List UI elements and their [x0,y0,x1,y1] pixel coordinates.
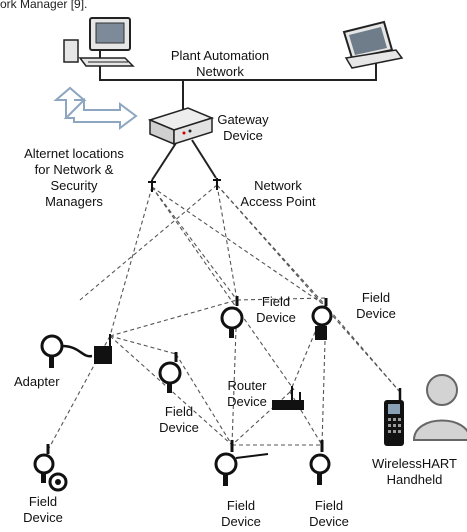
field-br-line1: Field [314,498,344,513]
field-right-line1: Field [361,290,391,305]
access-point-line2: Access Point [240,194,316,209]
field-bc-line1: Field [226,498,256,513]
handheld-line1: WirelessHART [372,456,457,471]
field-center-line1: Field [261,294,291,309]
access-point-label: Network Access Point [228,178,328,210]
field-center-line2: Device [256,310,296,325]
alt-locations-line1: Alternet locations [24,146,124,161]
gateway-label: Gateway Device [208,112,278,144]
access-point-line1: Network [254,178,302,193]
field-device-icon-bottom-right [309,440,331,485]
field-bc-line2: Device [221,514,261,529]
gateway-line2: Device [223,128,263,143]
field-bl-line2: Device [23,510,63,525]
alt-locations-line3: Security [50,178,98,193]
field-device-right-label: Field Device [346,290,406,322]
gateway-to-access-points [151,139,217,181]
field-device-icon-bottom-left [33,444,68,492]
plant-network-line1: Plant Automation [170,48,270,63]
field-device-icon-right [311,298,333,340]
router-device-icon [272,386,304,410]
gateway-line1: Gateway [217,112,269,127]
gateway-device-icon [147,107,215,146]
router-line1: Router [227,378,267,393]
field-device-mid-label: Field Device [144,404,214,436]
alt-locations-line4: Managers [45,194,103,209]
field-device-bottom-left-label: Field Device [8,494,78,526]
desktop-computer-icon [63,17,135,67]
double-arrow-icon [53,86,138,130]
field-mid-line1: Field [164,404,194,419]
alt-locations-line2: for Network & [34,162,114,177]
link-gateway-ap2 [191,139,217,179]
person-icon [412,374,467,441]
access-point-icon-left [148,180,156,192]
field-device-icon-mid [158,352,182,393]
access-point-icon-right [213,178,221,190]
plant-network-line2: Network [196,64,244,79]
field-right-line2: Device [356,306,396,321]
plant-network-label: Plant Automation Network [155,48,285,80]
handheld-label: WirelessHART Handheld [362,456,467,488]
router-device-label: Router Device [212,378,282,410]
field-mid-line2: Device [159,420,199,435]
mesh-links [47,184,401,451]
alt-locations-label: Alternet locations for Network & Securit… [4,146,144,210]
laptop-icon [342,20,404,69]
field-device-icon-bottom-center [214,440,269,486]
field-device-icon-center [220,296,244,338]
router-line2: Device [227,394,267,409]
field-br-line2: Device [309,514,349,529]
header-strip [0,0,467,14]
adapter-label: Adapter [14,374,60,389]
handheld-icon [384,388,404,446]
field-device-center-label: Field Device [246,294,306,326]
field-bl-line1: Field [28,494,58,509]
handheld-line2: Handheld [386,472,443,487]
field-device-bottom-right-label: Field Device [294,498,364,530]
field-device-bottom-center-label: Field Device [206,498,276,530]
link-gateway-ap1 [151,139,179,181]
header-caption: ork Manager [9]. [0,0,88,11]
adapter-icon [40,334,112,368]
